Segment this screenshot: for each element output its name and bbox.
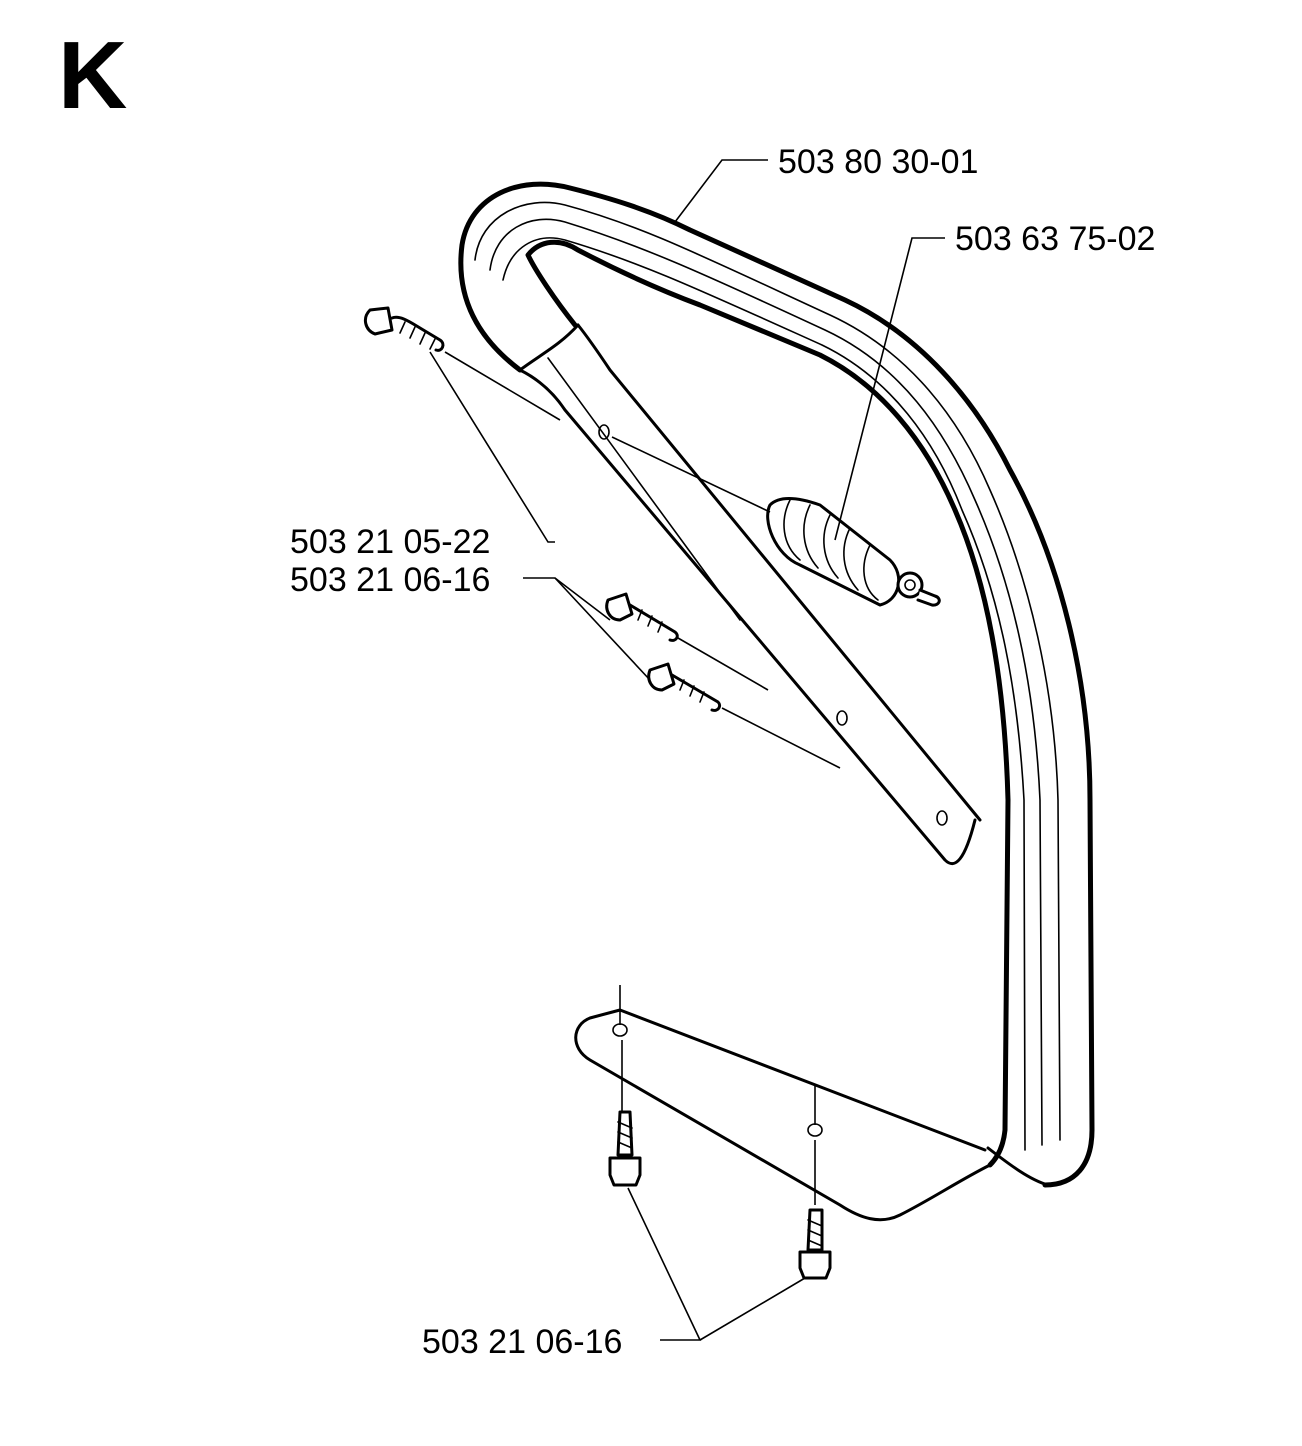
brace-screws	[605, 592, 841, 769]
rubber-buffer	[611, 436, 941, 607]
leader-lines	[429, 159, 945, 1341]
buffer-screw	[363, 306, 561, 421]
part-number-rubber-buffer: 503 63 75-02	[955, 220, 1156, 258]
part-number-bracket-screws: 503 21 06-16	[422, 1323, 623, 1361]
bracket-screws	[608, 985, 832, 1280]
part-number-buffer-screw: 503 21 05-22	[290, 523, 491, 561]
part-number-handlebar: 503 80 30-01	[778, 143, 979, 181]
section-letter: K	[58, 22, 128, 129]
front-handlebar	[458, 181, 1095, 1222]
part-number-brace-screws: 503 21 06-16	[290, 561, 491, 599]
